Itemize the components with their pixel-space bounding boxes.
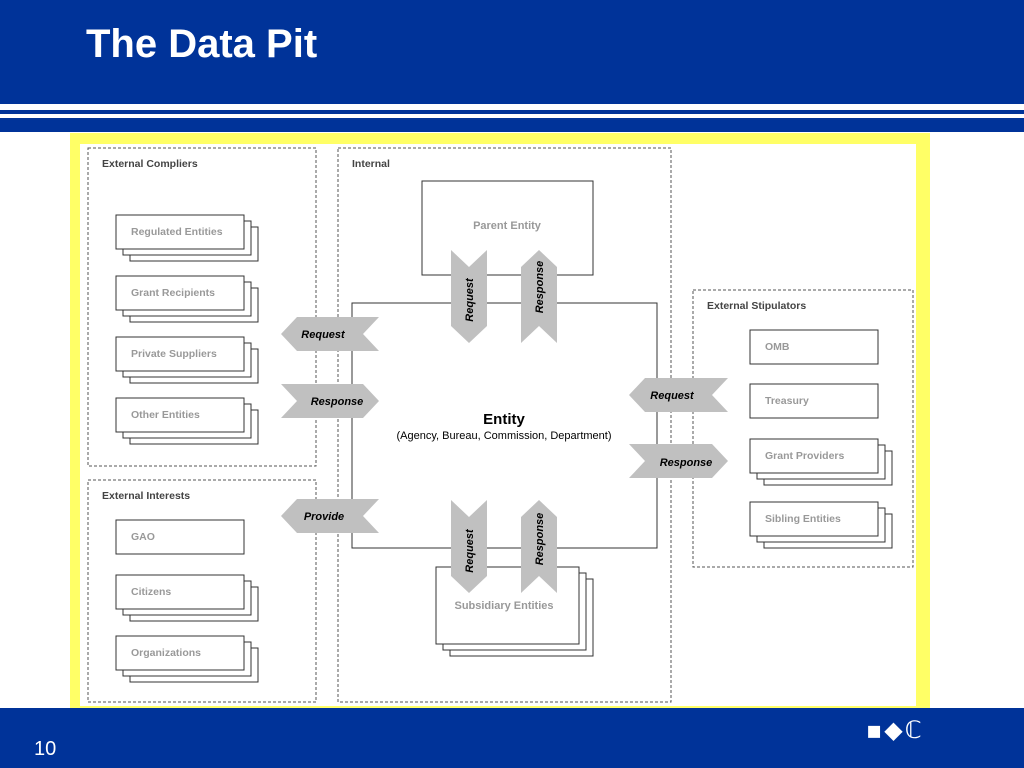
- organizations-label: Organizations: [131, 647, 201, 659]
- treasury-box: [749, 383, 879, 419]
- footer-bar: [0, 708, 1024, 768]
- entity-subtitle: (Agency, Bureau, Commission, Department): [397, 430, 612, 442]
- other-entities-label: Other Entities: [131, 409, 200, 421]
- external-compliers-group: [87, 147, 317, 467]
- left-provide-arrow: [281, 499, 379, 533]
- subsidiary-entities-label: Subsidiary Entities: [454, 600, 553, 612]
- grant-recipients-box: [115, 275, 245, 311]
- sibling-entities-box: [749, 501, 879, 537]
- bottom-response-arrow: [521, 500, 557, 593]
- left-response-label: Response: [311, 396, 364, 408]
- grant-recipients-label: Grant Recipients: [131, 287, 215, 299]
- header-divider-thin: [0, 114, 1024, 118]
- external-interests-label: External Interests: [102, 490, 190, 502]
- citizens-label: Citizens: [131, 586, 171, 598]
- grant-providers-box: [749, 438, 879, 474]
- external-stipulators-label: External Stipulators: [707, 300, 806, 312]
- diagram-canvas: External Compliers External Interests In…: [80, 144, 916, 706]
- page-number: 10: [34, 738, 57, 760]
- regulated-entities-box: [115, 214, 245, 250]
- slide-title: The Data Pit: [86, 22, 318, 66]
- internal-label: Internal: [352, 158, 390, 170]
- entity-box: [351, 302, 658, 549]
- top-request-label: Request: [464, 277, 476, 322]
- bottom-request-arrow: [451, 500, 487, 593]
- left-request-arrow: [281, 317, 379, 351]
- treasury-label: Treasury: [765, 395, 809, 407]
- right-response-label: Response: [660, 457, 713, 469]
- right-request-label: Request: [650, 390, 695, 402]
- external-compliers-label: External Compliers: [102, 158, 198, 170]
- left-request-label: Request: [301, 329, 346, 341]
- header-divider: [0, 104, 1024, 110]
- other-entities-box: [115, 397, 245, 433]
- top-response-label: Response: [534, 261, 546, 314]
- entity-title: Entity: [483, 411, 525, 428]
- left-response-arrow: [281, 384, 379, 418]
- organizations-box: [115, 635, 245, 671]
- citizens-box: [115, 574, 245, 610]
- bottom-response-label: Response: [534, 513, 546, 566]
- gao-box: [115, 519, 245, 555]
- internal-group: [337, 147, 672, 703]
- parent-entity-box: [421, 180, 594, 276]
- private-suppliers-label: Private Suppliers: [131, 348, 217, 360]
- regulated-entities-label: Regulated Entities: [131, 226, 223, 238]
- top-request-arrow: [451, 250, 487, 343]
- left-provide-label: Provide: [304, 511, 344, 523]
- right-request-arrow: [629, 378, 728, 412]
- bottom-request-label: Request: [464, 528, 476, 573]
- omb-label: OMB: [765, 341, 790, 353]
- header-bar: [0, 0, 1024, 104]
- top-response-arrow: [521, 250, 557, 343]
- sibling-entities-label: Sibling Entities: [765, 513, 841, 525]
- parent-entity-label: Parent Entity: [473, 220, 542, 232]
- gao-label: GAO: [131, 531, 155, 543]
- grant-providers-label: Grant Providers: [765, 450, 845, 462]
- omb-box: [749, 329, 879, 365]
- data-pit-diagram: External Compliers External Interests In…: [87, 147, 914, 703]
- private-suppliers-box: [115, 336, 245, 372]
- logo: ▪◆ℂ: [866, 716, 924, 744]
- right-response-arrow: [629, 444, 728, 478]
- external-stipulators-group: [692, 289, 914, 568]
